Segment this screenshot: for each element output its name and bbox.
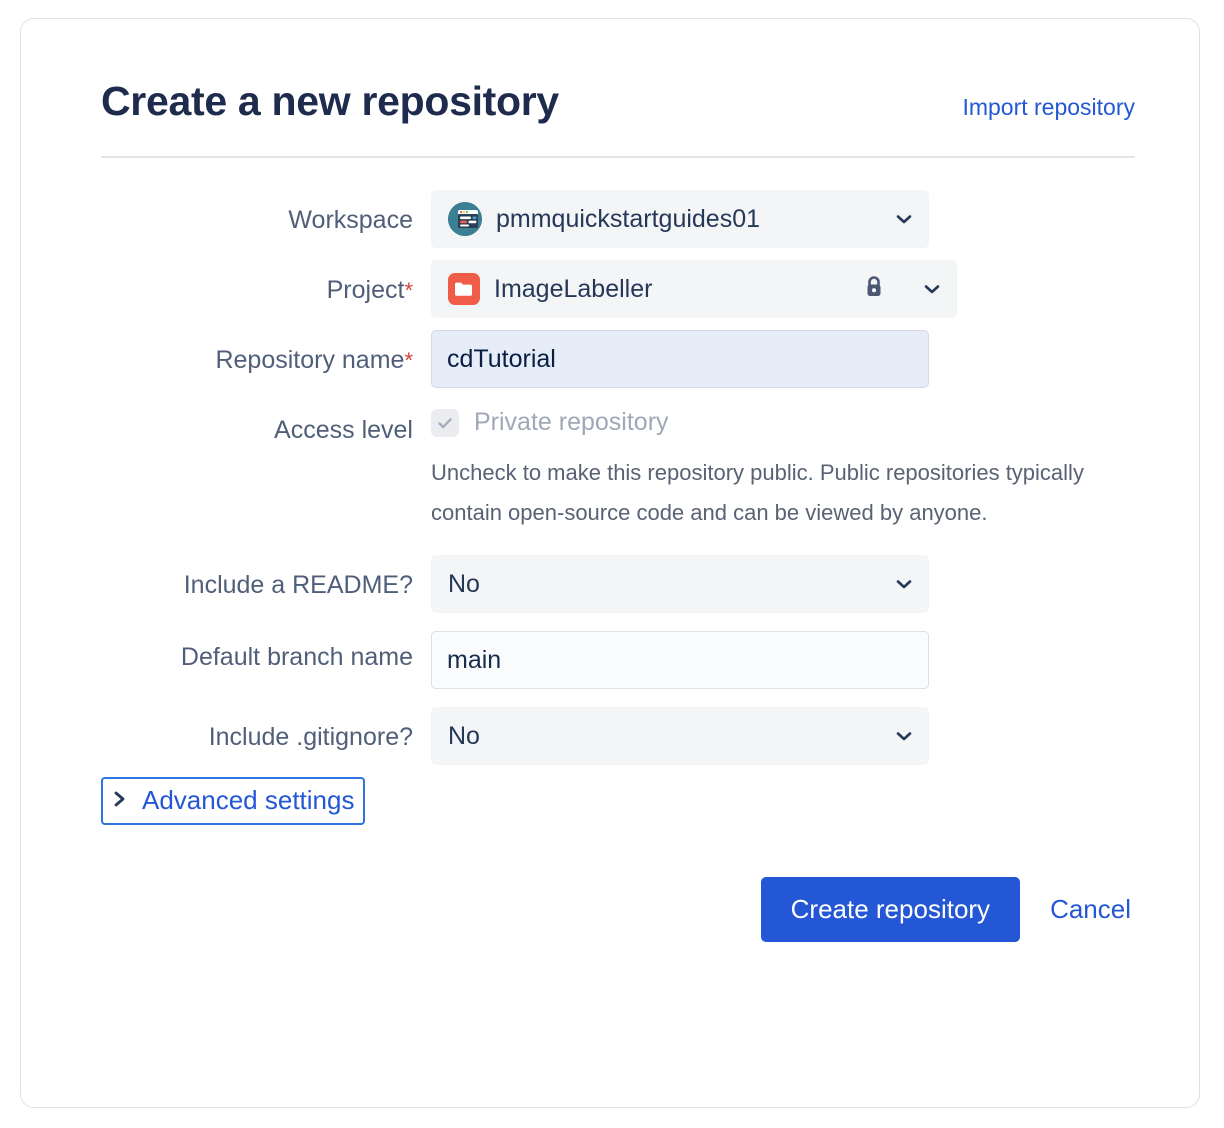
cancel-button[interactable]: Cancel [1050, 894, 1131, 925]
include-readme-select[interactable]: No [431, 555, 929, 614]
include-gitignore-row: Include .gitignore? No [101, 707, 1135, 766]
access-level-control: Private repository Uncheck to make this … [431, 400, 1135, 533]
default-branch-control [431, 631, 1135, 690]
repository-name-required-mark: * [404, 348, 413, 374]
include-gitignore-label: Include .gitignore? [208, 723, 413, 752]
access-level-help-text: Uncheck to make this repository public. … [431, 460, 1084, 526]
form-actions: Create repository Cancel [81, 877, 1155, 943]
project-required-mark: * [404, 278, 413, 304]
project-label-text: Project [326, 276, 405, 305]
access-level-row: Access level Private repository Uncheck … [101, 400, 1135, 533]
import-repository-link[interactable]: Import repository [962, 94, 1135, 120]
workspace-avatar-icon [448, 202, 482, 237]
chevron-down-icon [894, 574, 914, 594]
project-value: ImageLabeller [494, 274, 653, 303]
chevron-down-icon [922, 279, 942, 299]
include-readme-value: No [448, 569, 480, 598]
private-repository-checkbox-wrap[interactable]: Private repository [431, 400, 1135, 437]
private-repository-checkbox[interactable] [431, 408, 459, 437]
repository-name-input[interactable] [431, 330, 929, 389]
lock-icon [862, 274, 886, 305]
card-content: Create a new repository Import repositor… [81, 77, 1155, 943]
workspace-control: pmmquickstartguides01 [431, 190, 1135, 249]
project-control: ImageLabeller [431, 260, 1135, 319]
project-select[interactable]: ImageLabeller [431, 260, 957, 319]
create-repository-button[interactable]: Create repository [760, 877, 1021, 943]
card-header: Create a new repository Import repositor… [81, 77, 1155, 126]
include-readme-row: Include a README? No [101, 555, 1135, 614]
check-icon [438, 417, 452, 428]
access-level-label: Access level [274, 416, 413, 445]
workspace-label: Workspace [288, 206, 413, 235]
advanced-settings-row: Advanced settings [81, 777, 1155, 826]
default-branch-label: Default branch name [180, 643, 413, 672]
chevron-down-icon [894, 209, 914, 229]
project-label: Project* [101, 260, 431, 310]
default-branch-input[interactable] [431, 631, 929, 690]
include-readme-control: No [431, 555, 1135, 614]
advanced-settings-label: Advanced settings [142, 785, 355, 816]
include-gitignore-value: No [448, 721, 480, 750]
workspace-row: Workspace [101, 190, 1135, 249]
repository-name-row: Repository name* [101, 330, 1135, 389]
chevron-down-icon [894, 726, 914, 746]
chevron-right-icon [112, 789, 128, 812]
repository-name-label-text: Repository name [215, 346, 405, 375]
project-row: Project* ImageLabeller [101, 260, 1135, 319]
create-repository-card: Create a new repository Import repositor… [20, 18, 1200, 1108]
include-gitignore-select[interactable]: No [431, 707, 929, 766]
project-folder-icon [448, 273, 480, 306]
include-gitignore-control: No [431, 707, 1135, 766]
advanced-settings-toggle[interactable]: Advanced settings [101, 777, 366, 826]
workspace-select[interactable]: pmmquickstartguides01 [431, 190, 929, 249]
repository-form: Workspace [81, 190, 1155, 766]
repository-name-label: Repository name* [101, 330, 431, 380]
workspace-value: pmmquickstartguides01 [496, 204, 761, 233]
header-divider [101, 156, 1135, 159]
include-readme-label: Include a README? [183, 571, 413, 600]
default-branch-row: Default branch name [101, 631, 1135, 690]
private-repository-label: Private repository [474, 408, 669, 437]
page-title: Create a new repository [101, 78, 559, 124]
repository-name-control [431, 330, 1135, 389]
